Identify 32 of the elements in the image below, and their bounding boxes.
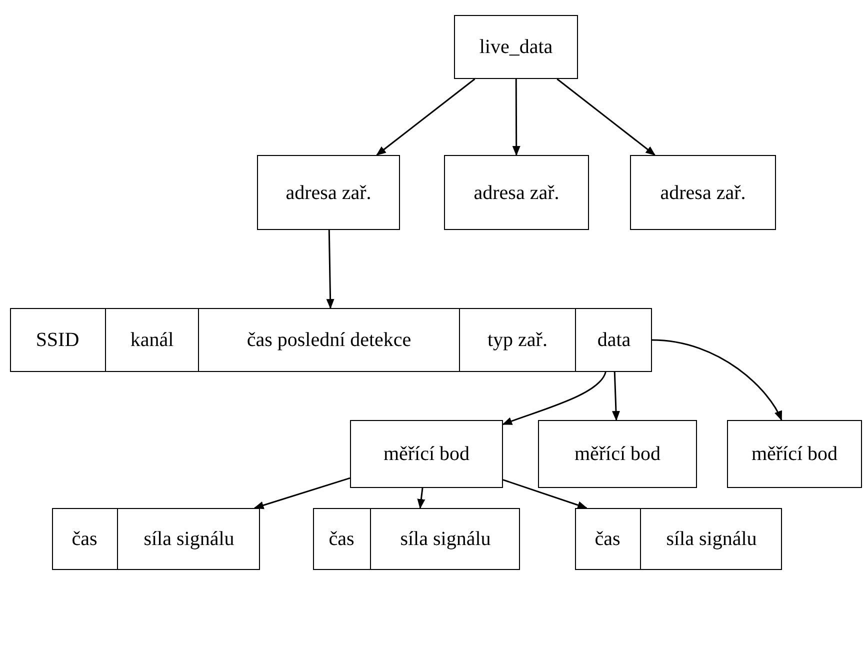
arrow [512, 79, 520, 156]
record-field: síla signálu [640, 508, 782, 570]
arrow [502, 372, 606, 426]
record-box [575, 508, 782, 570]
node-box: měřící bod [538, 420, 697, 488]
record-field: čas poslední detekce [198, 308, 459, 372]
record-field: síla signálu [117, 508, 260, 570]
node-box: adresa zař. [444, 155, 589, 230]
record-field: kanál [105, 308, 198, 372]
arrow [612, 372, 620, 421]
arrow [326, 230, 334, 309]
node-box: adresa zař. [257, 155, 400, 230]
record-field: SSID [10, 308, 105, 372]
record-field: čas [313, 508, 370, 570]
arrow [502, 479, 588, 509]
node-box: live_data [454, 15, 578, 79]
node-box: měřící bod [350, 420, 503, 488]
record-field: typ zař. [459, 308, 575, 372]
record-field: data [575, 308, 652, 372]
node-box: měřící bod [727, 420, 862, 488]
record-field: síla signálu [370, 508, 520, 570]
arrow [556, 78, 656, 156]
arrow [376, 78, 476, 156]
arrow [652, 339, 782, 421]
record-field: čas [575, 508, 640, 570]
arrow [254, 477, 350, 510]
node-box: adresa zař. [630, 155, 776, 230]
arrow [417, 488, 426, 509]
record-box [10, 308, 652, 372]
record-box [52, 508, 260, 570]
record-field: čas [52, 508, 117, 570]
record-box [313, 508, 520, 570]
